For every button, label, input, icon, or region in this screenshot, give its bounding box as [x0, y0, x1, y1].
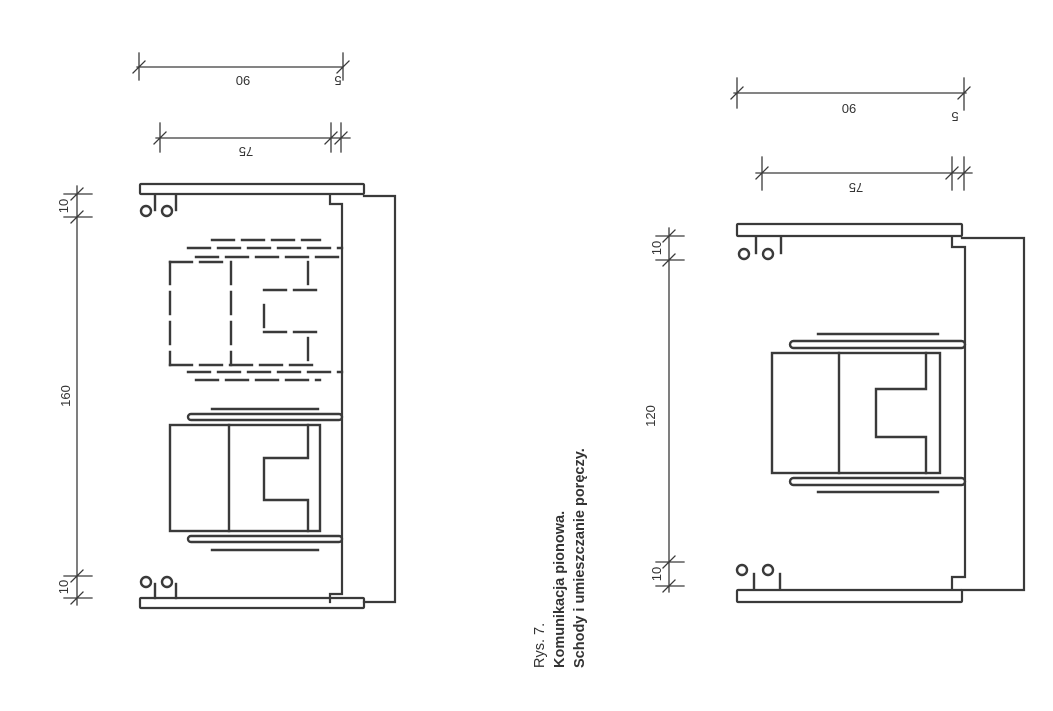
- right-dim-labels: 90 5 75 10 120 10: [643, 101, 959, 581]
- left-dim-5-label: 5: [334, 73, 341, 88]
- right-dim-75-label: 75: [849, 180, 863, 195]
- left-chair-dashed: [168, 238, 344, 382]
- left-dim-75: [153, 122, 351, 153]
- right-dim-90-label: 90: [842, 101, 856, 116]
- left-dim-160-label: 160: [58, 385, 73, 407]
- caption-subtitle: Schody i umieszczanie poręczy.: [572, 448, 588, 668]
- left-rollers-top: [139, 194, 178, 218]
- left-drawing: [63, 52, 397, 610]
- right-frame: [735, 222, 1026, 604]
- right-dim-10-top-label: 10: [649, 241, 664, 255]
- left-dim-10-top-label: 10: [56, 199, 71, 213]
- left-rollers-bottom: [139, 575, 178, 600]
- right-dim-75: [755, 156, 973, 191]
- right-dim-5-label: 5: [951, 109, 958, 124]
- right-rollers-top: [737, 236, 783, 261]
- right-dim-120-label: 120: [643, 405, 658, 427]
- right-rollers-bottom: [735, 563, 782, 590]
- left-dim-vertical: [63, 185, 93, 606]
- left-dim-75-label: 75: [239, 144, 253, 159]
- left-dim-90: [132, 52, 350, 81]
- right-drawing: [655, 77, 1026, 604]
- left-dim-90-label: 90: [236, 73, 250, 88]
- left-dim-10-bottom-label: 10: [56, 580, 71, 594]
- left-frame: [138, 182, 397, 610]
- left-dim-labels: 90 5 75 10 160 10: [56, 73, 342, 594]
- figure-caption: Rys. 7. Komunikacja pionowa. Schody i um…: [530, 448, 590, 668]
- right-dim-90: [730, 77, 971, 111]
- caption-label: Rys. 7.: [532, 622, 548, 668]
- right-dim-vertical: [655, 227, 685, 593]
- left-chair-solid: [168, 407, 344, 552]
- right-dim-10-bottom-label: 10: [649, 567, 664, 581]
- right-chair-solid: [770, 332, 967, 494]
- caption-title: Komunikacja pionowa.: [552, 510, 568, 668]
